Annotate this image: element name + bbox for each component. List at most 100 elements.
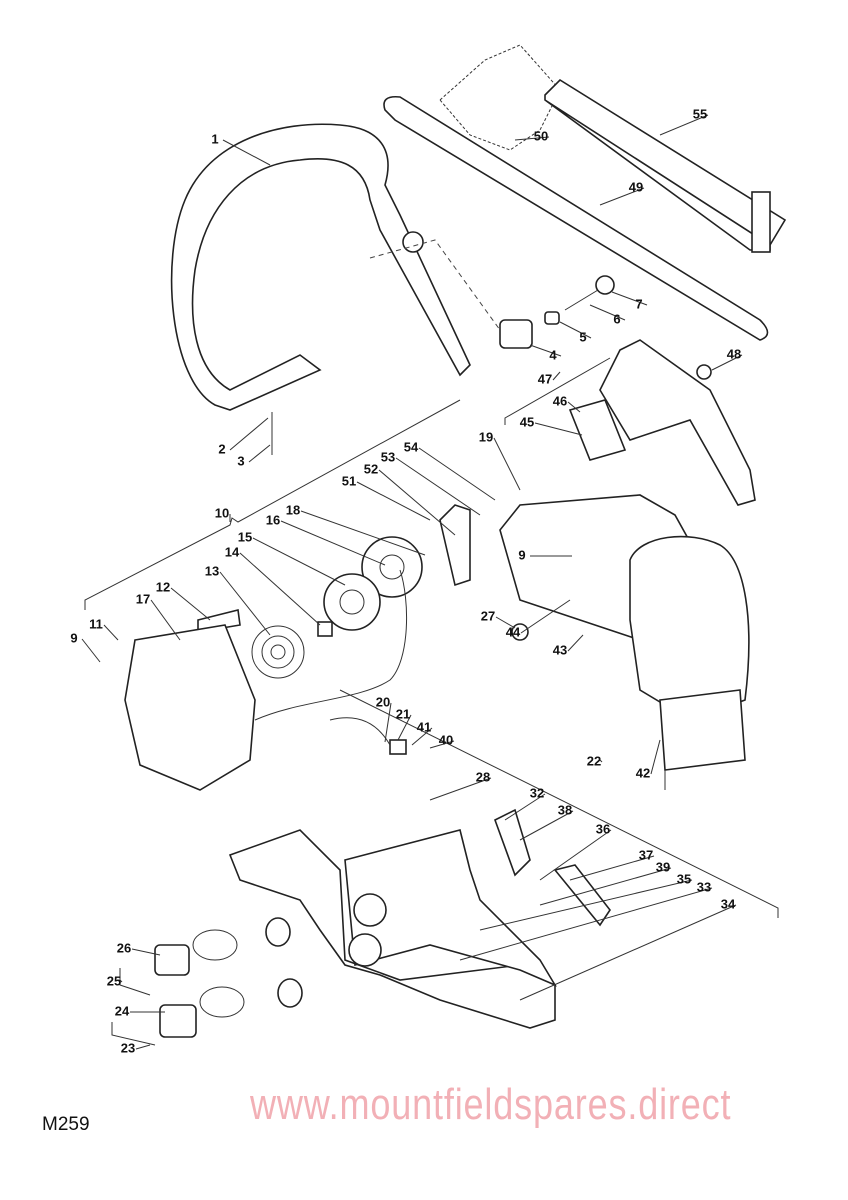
part-label-54: 54 <box>404 439 419 454</box>
leader-line <box>131 948 161 956</box>
guide-bar <box>383 95 769 341</box>
part-label-25: 25 <box>107 973 121 988</box>
leader-line <box>384 702 392 743</box>
leader-line <box>81 638 101 663</box>
diagram-code: M259 <box>42 1114 90 1135</box>
part-label-43: 43 <box>553 642 567 657</box>
nut <box>544 311 560 325</box>
leader-line <box>229 417 269 451</box>
leader-line <box>170 587 211 621</box>
part-label-24: 24 <box>115 1003 130 1018</box>
part-label-33: 33 <box>697 879 711 894</box>
leader-line <box>429 740 455 749</box>
part-label-2: 2 <box>218 441 225 456</box>
part-label-6: 6 <box>613 311 620 326</box>
part-label-17: 17 <box>136 591 150 606</box>
leader-line <box>650 739 661 775</box>
leader-line <box>300 510 426 556</box>
bush <box>317 621 333 637</box>
part-label-5: 5 <box>579 329 586 344</box>
part-label-52: 52 <box>364 461 378 476</box>
leader-line <box>539 829 612 881</box>
leader-line <box>219 571 271 636</box>
part-label-51: 51 <box>342 473 356 488</box>
part-label-13: 13 <box>205 563 219 578</box>
stop-switch <box>389 739 407 755</box>
leader-line <box>519 810 574 841</box>
part-label-44: 44 <box>506 624 521 639</box>
part-label-37: 37 <box>639 847 653 862</box>
leader-line <box>252 537 346 586</box>
leader-line <box>599 187 645 206</box>
spike <box>499 319 533 349</box>
tank-body <box>344 829 557 987</box>
leader-line <box>397 714 412 741</box>
recoil-spring <box>251 625 305 679</box>
assembly-dash-line <box>369 239 501 331</box>
leader-line <box>495 616 516 629</box>
part-label-23: 23 <box>121 1040 135 1055</box>
tank-port-lower <box>348 933 382 967</box>
leader-line <box>611 291 648 306</box>
part-label-35: 35 <box>677 871 691 886</box>
oil-cap-seal <box>192 929 238 961</box>
leader-lines <box>81 114 743 1050</box>
handle-bolt-hole <box>402 231 424 253</box>
air-filter-cover <box>629 535 750 721</box>
leader-line <box>222 139 271 166</box>
part-label-15: 15 <box>238 529 252 544</box>
part-label-34: 34 <box>721 896 736 911</box>
leader-line <box>589 304 626 321</box>
part-label-1: 1 <box>211 131 218 146</box>
part-label-19: 19 <box>479 429 493 444</box>
leader-line <box>504 793 546 821</box>
leader-line <box>559 321 592 339</box>
part-label-7: 7 <box>635 296 642 311</box>
leader-line <box>519 904 737 1001</box>
pulley <box>361 536 423 598</box>
leader-line <box>659 114 709 136</box>
leader-line <box>418 447 496 501</box>
bracket-10 <box>84 399 461 610</box>
part-label-10: 10 <box>215 505 229 520</box>
leader-line <box>356 481 431 521</box>
starter-rope <box>254 569 407 721</box>
sprocket-cover <box>599 339 756 506</box>
part-label-41: 41 <box>417 719 431 734</box>
part-label-36: 36 <box>596 821 610 836</box>
leader-line <box>239 552 321 626</box>
leader-line <box>395 457 481 516</box>
adjuster <box>595 275 615 295</box>
oil-cap-tether <box>265 917 291 947</box>
fuel-cap <box>159 1004 197 1038</box>
front-handle <box>170 123 471 411</box>
bar-cover-end <box>751 191 771 253</box>
adjuster-screw <box>564 289 599 311</box>
part-label-22: 22 <box>587 753 601 768</box>
bracket-47 <box>504 357 611 425</box>
leader-line <box>429 777 492 801</box>
bracket-22 <box>339 689 779 918</box>
washer <box>323 573 381 631</box>
leader-line <box>529 344 562 357</box>
recoil-spring-coil <box>261 635 295 669</box>
part-label-4: 4 <box>549 347 557 362</box>
part-label-40: 40 <box>439 732 453 747</box>
part-label-53: 53 <box>381 449 395 464</box>
starter-housing <box>124 624 256 791</box>
washer-hole <box>339 589 365 615</box>
part-label-46: 46 <box>553 393 567 408</box>
leader-line <box>411 727 433 746</box>
bracket-25 <box>119 968 151 996</box>
leader-line <box>534 422 583 436</box>
part-label-38: 38 <box>558 802 572 817</box>
leader-line <box>459 887 713 961</box>
part-label-28: 28 <box>476 769 490 784</box>
part-label-49: 49 <box>629 179 643 194</box>
leader-line <box>150 599 181 641</box>
part-label-45: 45 <box>520 414 534 429</box>
part-label-20: 20 <box>376 694 390 709</box>
leader-line <box>567 634 584 652</box>
